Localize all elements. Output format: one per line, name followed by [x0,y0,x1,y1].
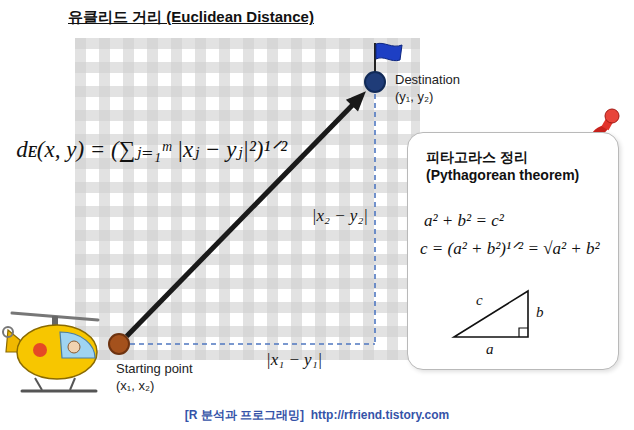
arrow-head [346,91,366,111]
point-label: Destination [395,72,460,88]
formula: a² + b² = c² [424,211,504,231]
formula: c = (a² + b²)¹ᐟ² = √a² + b² [420,239,600,259]
leg-length: |x₂ − y₂| [312,206,368,226]
source-caption: [R 분석과 프로그래밍] http://rfriend.tistory.com [0,408,634,422]
dashed-leg [130,343,375,345]
point-coordinates: (x₁, x₂) [116,378,154,394]
triangle-outline [454,291,528,337]
distance-formula: dᴇ(x, y) = (∑ⱼ₌₁ᵐ |xⱼ − yⱼ|²)¹ᐟ² [16,136,287,164]
plaid-grid [75,38,420,360]
flag [375,43,402,74]
helicopter [3,313,98,391]
diagram-title: 유클리드 거리 (Euclidean Distance) [68,8,314,26]
destination-dot: Destination(y₁, y₂) [364,71,386,93]
dashed-leg [374,94,376,344]
side-label: a [486,340,494,358]
leg-length: |x₁ − y₁| [266,350,322,370]
theorem-panel: 피타고라스 정리 (Pythagorean theorem) a² + b² = … [407,132,619,370]
panel-heading: 피타고라스 정리 (Pythagorean theorem) [426,149,604,184]
right-angle-mark [519,328,528,337]
side-label: b [536,303,544,321]
point-label: Starting point [116,361,193,377]
point-coordinates: (y₁, y₂) [395,89,433,105]
start-point-dot: Starting point(x₁, x₂) [108,333,130,355]
side-label: c [476,291,483,309]
